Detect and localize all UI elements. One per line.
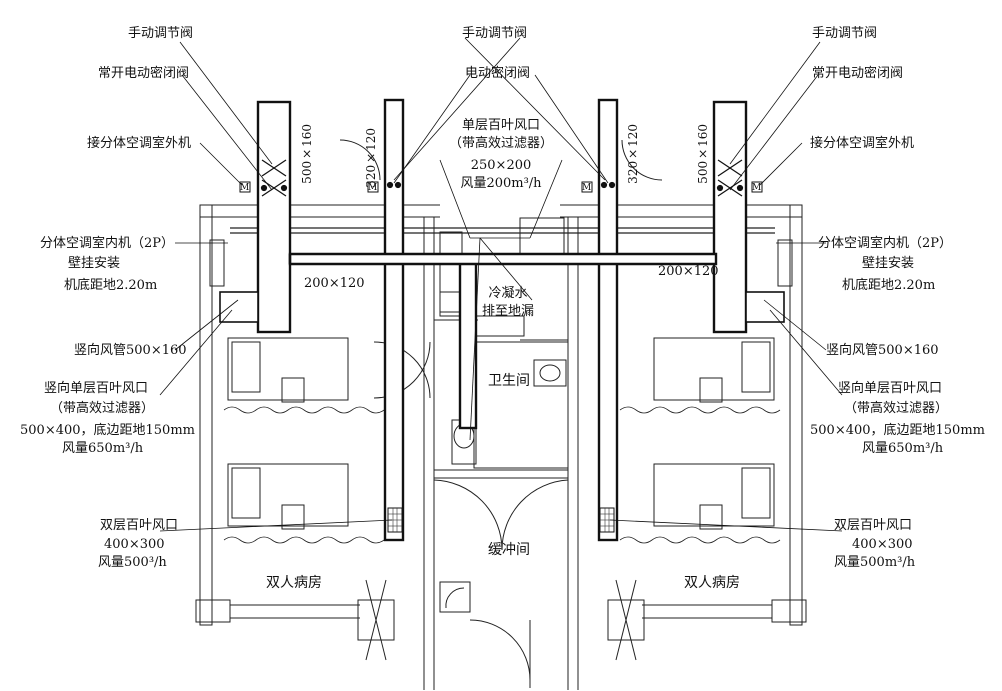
label-condensate: 冷凝水	[488, 286, 528, 301]
label-outdoor-unit-left: 接分体空调室外机	[87, 136, 192, 151]
label-ward-right: 双人病房	[684, 575, 740, 591]
label-condensate-drain: 排至地漏	[481, 304, 534, 319]
label-double-grille-size-right: 400×300	[852, 537, 913, 552]
motor-label-2: M	[368, 183, 378, 193]
label-outdoor-unit-right: 接分体空调室外机	[810, 136, 915, 151]
label-duct-320x120-right: 320×120	[626, 124, 640, 184]
label-wall-mount-left: 壁挂安装	[68, 256, 121, 271]
label-duct-320x120-left: 320×120	[364, 128, 378, 188]
label-vertical-grille-size-right: 500×400，底边距地150mm	[810, 423, 985, 438]
label-ward-left: 双人病房	[266, 575, 322, 591]
motor-boxes	[239, 181, 763, 193]
label-center-grille-title: 单层百叶风口	[461, 118, 540, 133]
label-vertical-grille-airflow-left: 风量650m³/h	[62, 441, 144, 456]
label-center-grille-airflow: 风量200m³/h	[460, 176, 542, 191]
label-vertical-grille-left: 竖向单层百叶风口	[44, 381, 149, 396]
label-electric-damper-center: 电动密闭阀	[465, 66, 531, 81]
label-duct-200x120-left: 200×120	[304, 276, 365, 291]
double-grille-grid	[388, 508, 614, 532]
label-height-right: 机底距地2.20m	[842, 278, 936, 293]
label-manual-damper-center: 手动调节阀	[462, 26, 528, 41]
label-vertical-duct-right: 竖向风管500×160	[826, 343, 939, 358]
label-normally-open-damper-right: 常开电动密闭阀	[812, 66, 904, 81]
label-normally-open-damper-left: 常开电动密闭阀	[98, 66, 190, 81]
curtains	[223, 406, 781, 544]
motor-label-1: M	[240, 183, 250, 193]
ducts	[219, 98, 785, 542]
label-double-grille-airflow-right: 风量500m³/h	[834, 555, 916, 570]
label-duct-500x160-left: 500×160	[300, 124, 314, 184]
label-vertical-grille-right: 竖向单层百叶风口	[838, 381, 943, 396]
label-vertical-grille-airflow-right: 风量650m³/h	[862, 441, 944, 456]
label-vertical-grille-filter-left: （带高效过滤器）	[50, 401, 155, 416]
label-double-grille-airflow-left: 风量500³/h	[98, 555, 167, 570]
label-buffer-room: 缓冲间	[488, 542, 530, 558]
ac-lines	[230, 227, 775, 234]
label-bathroom: 卫生间	[488, 373, 530, 389]
motor-label-4: M	[752, 183, 762, 193]
label-height-left: 机底距地2.20m	[64, 278, 158, 293]
beds-left	[227, 337, 349, 530]
label-indoor-unit-left: 分体空调室内机（2P）	[40, 236, 175, 251]
motor-label-3: M	[582, 183, 592, 193]
label-center-grille-filter: （带高效过滤器）	[448, 136, 553, 151]
label-center-grille-size: 250×200	[470, 158, 532, 173]
label-duct-200x120-right: 200×120	[658, 264, 719, 279]
label-vertical-grille-filter-right: （带高效过滤器）	[844, 401, 949, 416]
walls	[195, 204, 807, 690]
label-double-grille-size-left: 400×300	[104, 537, 165, 552]
label-vertical-grille-size-left: 500×400，底边距地150mm	[20, 423, 195, 438]
label-manual-damper-left: 手动调节阀	[128, 26, 194, 41]
label-double-grille-right: 双层百叶风口	[834, 518, 913, 533]
label-indoor-unit-right: 分体空调室内机（2P）	[818, 236, 953, 251]
label-vertical-duct-left: 竖向风管500×160	[74, 343, 187, 358]
label-double-grille-left: 双层百叶风口	[100, 518, 179, 533]
label-duct-500x160-right: 500×160	[696, 124, 710, 184]
label-wall-mount-right: 壁挂安装	[862, 256, 915, 271]
beds-right	[653, 337, 775, 530]
leader-lines	[159, 37, 843, 532]
label-manual-damper-right: 手动调节阀	[812, 26, 878, 41]
